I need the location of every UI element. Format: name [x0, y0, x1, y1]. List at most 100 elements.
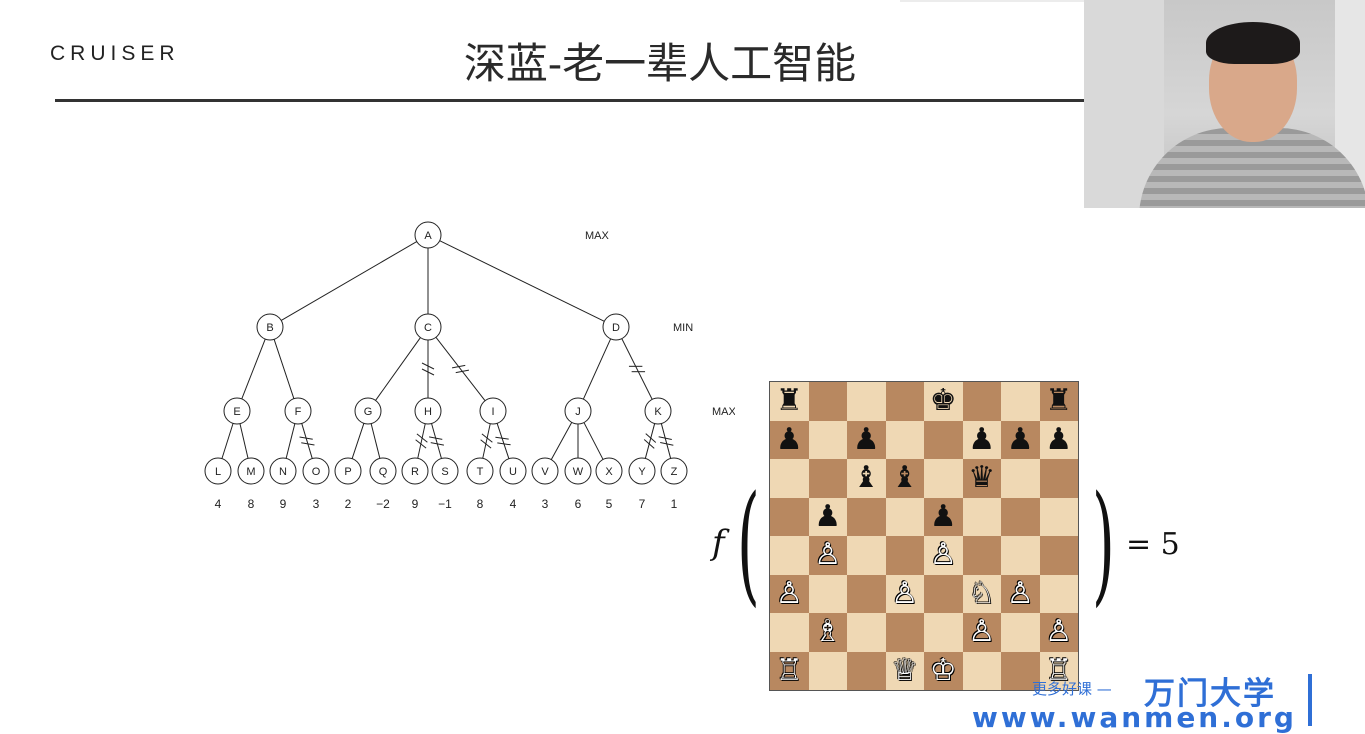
board-square-2-2: ♝: [847, 459, 886, 498]
tree-node-label-T: T: [477, 466, 484, 478]
board-square-5-5: ♘: [962, 574, 1001, 613]
prune-mark-C-I-0: [451, 364, 466, 369]
tree-node-label-K: K: [654, 406, 662, 418]
board-square-1-2: ♟: [847, 420, 886, 459]
tree-node-Y: [628, 457, 656, 485]
board-square-3-1: ♟: [808, 497, 847, 536]
board-square-4-4: ♙: [924, 536, 963, 575]
prune-mark-K-Z-0: [658, 436, 672, 440]
board-square-1-5: ♟: [962, 420, 1001, 459]
wanmen-watermark: 更多好课 — 万门大学 www.wanmen.org: [970, 668, 1360, 734]
board-square-0-2: [847, 382, 886, 421]
right-paren: ): [1092, 467, 1115, 619]
tree-edge-C-G: [375, 337, 421, 401]
tree-node-label-N: N: [279, 466, 287, 478]
board-square-2-6: [1001, 459, 1040, 498]
board-square-3-5: [962, 497, 1001, 536]
title-divider: [55, 99, 1085, 102]
leaf-value-P: 2: [345, 497, 352, 511]
board-square-1-1: [808, 420, 847, 459]
watermark-bar: [1308, 674, 1312, 726]
leaf-value-Y: 7: [639, 497, 646, 511]
tree-edge-I-U: [496, 423, 510, 459]
prune-mark-I-T-1: [480, 439, 492, 449]
prune-mark-H-S-0: [428, 436, 443, 440]
tree-node-label-Z: Z: [671, 466, 678, 478]
tree-node-M: [237, 457, 265, 485]
tree-edge-D-K: [621, 338, 653, 400]
board-square-5-7: [1039, 574, 1078, 613]
webcam-overlay: [1084, 0, 1365, 208]
tree-node-label-R: R: [411, 466, 419, 478]
board-square-5-3: ♙: [885, 574, 924, 613]
board-square-2-5: ♛: [962, 459, 1001, 498]
tree-node-X: [595, 457, 623, 485]
prune-mark-C-H-1: [421, 368, 435, 376]
watermark-tagline: 更多好课 —: [1032, 680, 1112, 698]
tree-node-label-M: M: [246, 466, 255, 478]
board-square-4-2: [847, 536, 886, 575]
leaf-value-L: 4: [215, 497, 222, 511]
tree-node-label-D: D: [612, 322, 620, 334]
leaf-value-U: 4: [510, 497, 517, 511]
tree-node-label-J: J: [575, 406, 581, 418]
tree-node-label-X: X: [605, 466, 613, 478]
tree-node-label-A: A: [424, 230, 432, 242]
tree-edge-H-S: [431, 423, 442, 459]
board-square-1-0: ♟: [770, 420, 809, 459]
board-square-5-2: [847, 574, 886, 613]
tree-node-W: [564, 457, 592, 485]
prune-mark-I-T-0: [481, 433, 493, 443]
board-square-0-7: ♜: [1039, 382, 1078, 421]
tree-node-label-H: H: [424, 406, 432, 418]
board-square-0-4: ♚: [924, 382, 963, 421]
prune-mark-K-Y-0: [645, 433, 657, 443]
board-square-3-6: [1001, 497, 1040, 536]
tree-node-label-V: V: [541, 466, 549, 478]
board-square-7-7: ♖: [1039, 651, 1078, 690]
leaf-value-W: 6: [575, 497, 582, 511]
board-square-6-7: ♙: [1039, 613, 1078, 652]
leaf-value-Z: 1: [671, 497, 678, 511]
board-square-6-2: [847, 613, 886, 652]
prune-mark-I-U-1: [497, 442, 511, 446]
tree-node-D: [602, 313, 630, 341]
tree-node-A: [414, 221, 442, 249]
tree-node-Z: [660, 457, 688, 485]
tree-node-F: [284, 397, 312, 425]
tree-edge-D-J: [582, 338, 612, 400]
board-square-0-6: [1001, 382, 1040, 421]
board-square-0-3: [885, 382, 924, 421]
board-square-3-0: [770, 497, 809, 536]
tree-node-C: [414, 313, 442, 341]
formula-function: f: [712, 523, 725, 563]
top-strip: [900, 0, 1190, 2]
leaf-value-N: 9: [280, 497, 287, 511]
tree-edge-K-Z: [660, 423, 672, 459]
board-square-2-1: [808, 459, 847, 498]
board-square-4-3: [885, 536, 924, 575]
board-square-7-1: [808, 651, 847, 690]
board-square-7-4: ♔: [924, 651, 963, 690]
tree-edge-A-B: [280, 241, 418, 321]
tree-node-label-P: P: [344, 466, 351, 478]
tree-node-label-S: S: [441, 466, 448, 478]
board-square-7-6: [1001, 651, 1040, 690]
tree-edge-F-N: [285, 423, 296, 459]
board-square-4-5: [962, 536, 1001, 575]
board-square-1-6: ♟: [1001, 420, 1040, 459]
level-label-2: MAX: [712, 406, 735, 418]
tree-node-K: [644, 397, 672, 425]
board-square-5-0: ♙: [770, 574, 809, 613]
tree-node-B: [256, 313, 284, 341]
board-square-2-4: [924, 459, 963, 498]
tree-node-Q: [369, 457, 397, 485]
tree-edge-A-D: [439, 240, 605, 322]
board-square-7-5: [962, 651, 1001, 690]
chess-board: ♜♚♜♟♟♟♟♟♝♝♛♟♟♙♙♙♙♘♙♗♙♙♖♕♔♖: [769, 381, 1079, 691]
board-square-0-1: [808, 382, 847, 421]
prune-mark-K-Z-1: [660, 442, 674, 446]
leaf-value-S: −1: [438, 497, 452, 511]
board-square-6-5: ♙: [962, 613, 1001, 652]
board-square-3-3: [885, 497, 924, 536]
